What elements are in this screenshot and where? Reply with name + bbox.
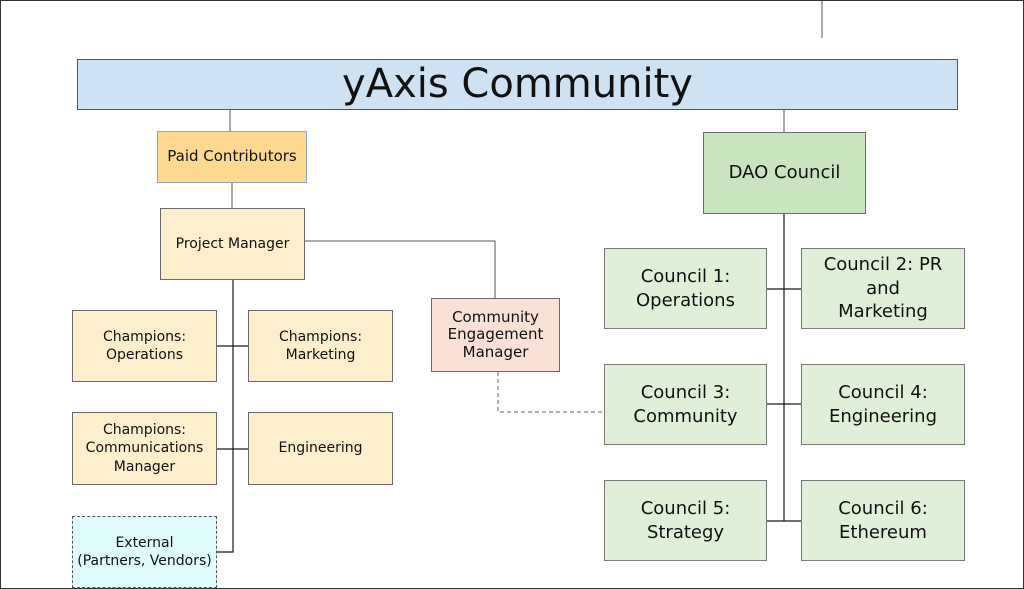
community-engagement-manager-node: Community Engagement Manager: [431, 298, 560, 372]
council-5-node: Council 5: Strategy: [604, 480, 767, 561]
council-3-node: Council 3: Community: [604, 364, 767, 445]
pm-trunk-line: [217, 280, 234, 553]
champions-operations-node: Champions: Operations: [72, 310, 217, 382]
paid-contributors-node: Paid Contributors: [157, 131, 307, 183]
cem-to-council3-dashed-line: [497, 372, 604, 413]
dao-council-label: DAO Council: [728, 162, 841, 184]
council-2-node: Council 2: PR and Marketing: [801, 248, 965, 329]
champions-communications-node: Champions: Communications Manager: [72, 412, 217, 485]
council-1-node: Council 1: Operations: [604, 248, 767, 329]
council-4-label: Council 4: Engineering: [829, 381, 937, 427]
external-node: External (Partners, Vendors): [72, 516, 217, 588]
external-label: External (Partners, Vendors): [77, 534, 212, 569]
council-5-label: Council 5: Strategy: [640, 497, 731, 543]
engineering-label: Engineering: [278, 440, 363, 457]
council-6-node: Council 6: Ethereum: [801, 480, 965, 561]
champions-marketing-label: Champions: Marketing: [278, 328, 363, 363]
engineering-node: Engineering: [248, 412, 393, 485]
root-node: yAxis Community: [77, 59, 958, 110]
project-manager-label: Project Manager: [175, 235, 290, 252]
council-6-label: Council 6: Ethereum: [838, 497, 928, 543]
champions-operations-label: Champions: Operations: [102, 328, 187, 363]
paid-contributors-label: Paid Contributors: [167, 147, 297, 166]
council-4-node: Council 4: Engineering: [801, 364, 965, 445]
dao-council-node: DAO Council: [703, 132, 866, 214]
champions-marketing-node: Champions: Marketing: [248, 310, 393, 382]
champions-communications-label: Champions: Communications Manager: [85, 421, 204, 475]
pm-to-cem-line: [305, 240, 496, 298]
council-1-label: Council 1: Operations: [636, 265, 735, 311]
root-label: yAxis Community: [342, 61, 693, 108]
council-3-label: Council 3: Community: [633, 381, 738, 427]
community-engagement-manager-label: Community Engagement Manager: [447, 308, 544, 361]
council-2-label: Council 2: PR and Marketing: [823, 253, 943, 323]
project-manager-node: Project Manager: [160, 208, 305, 280]
